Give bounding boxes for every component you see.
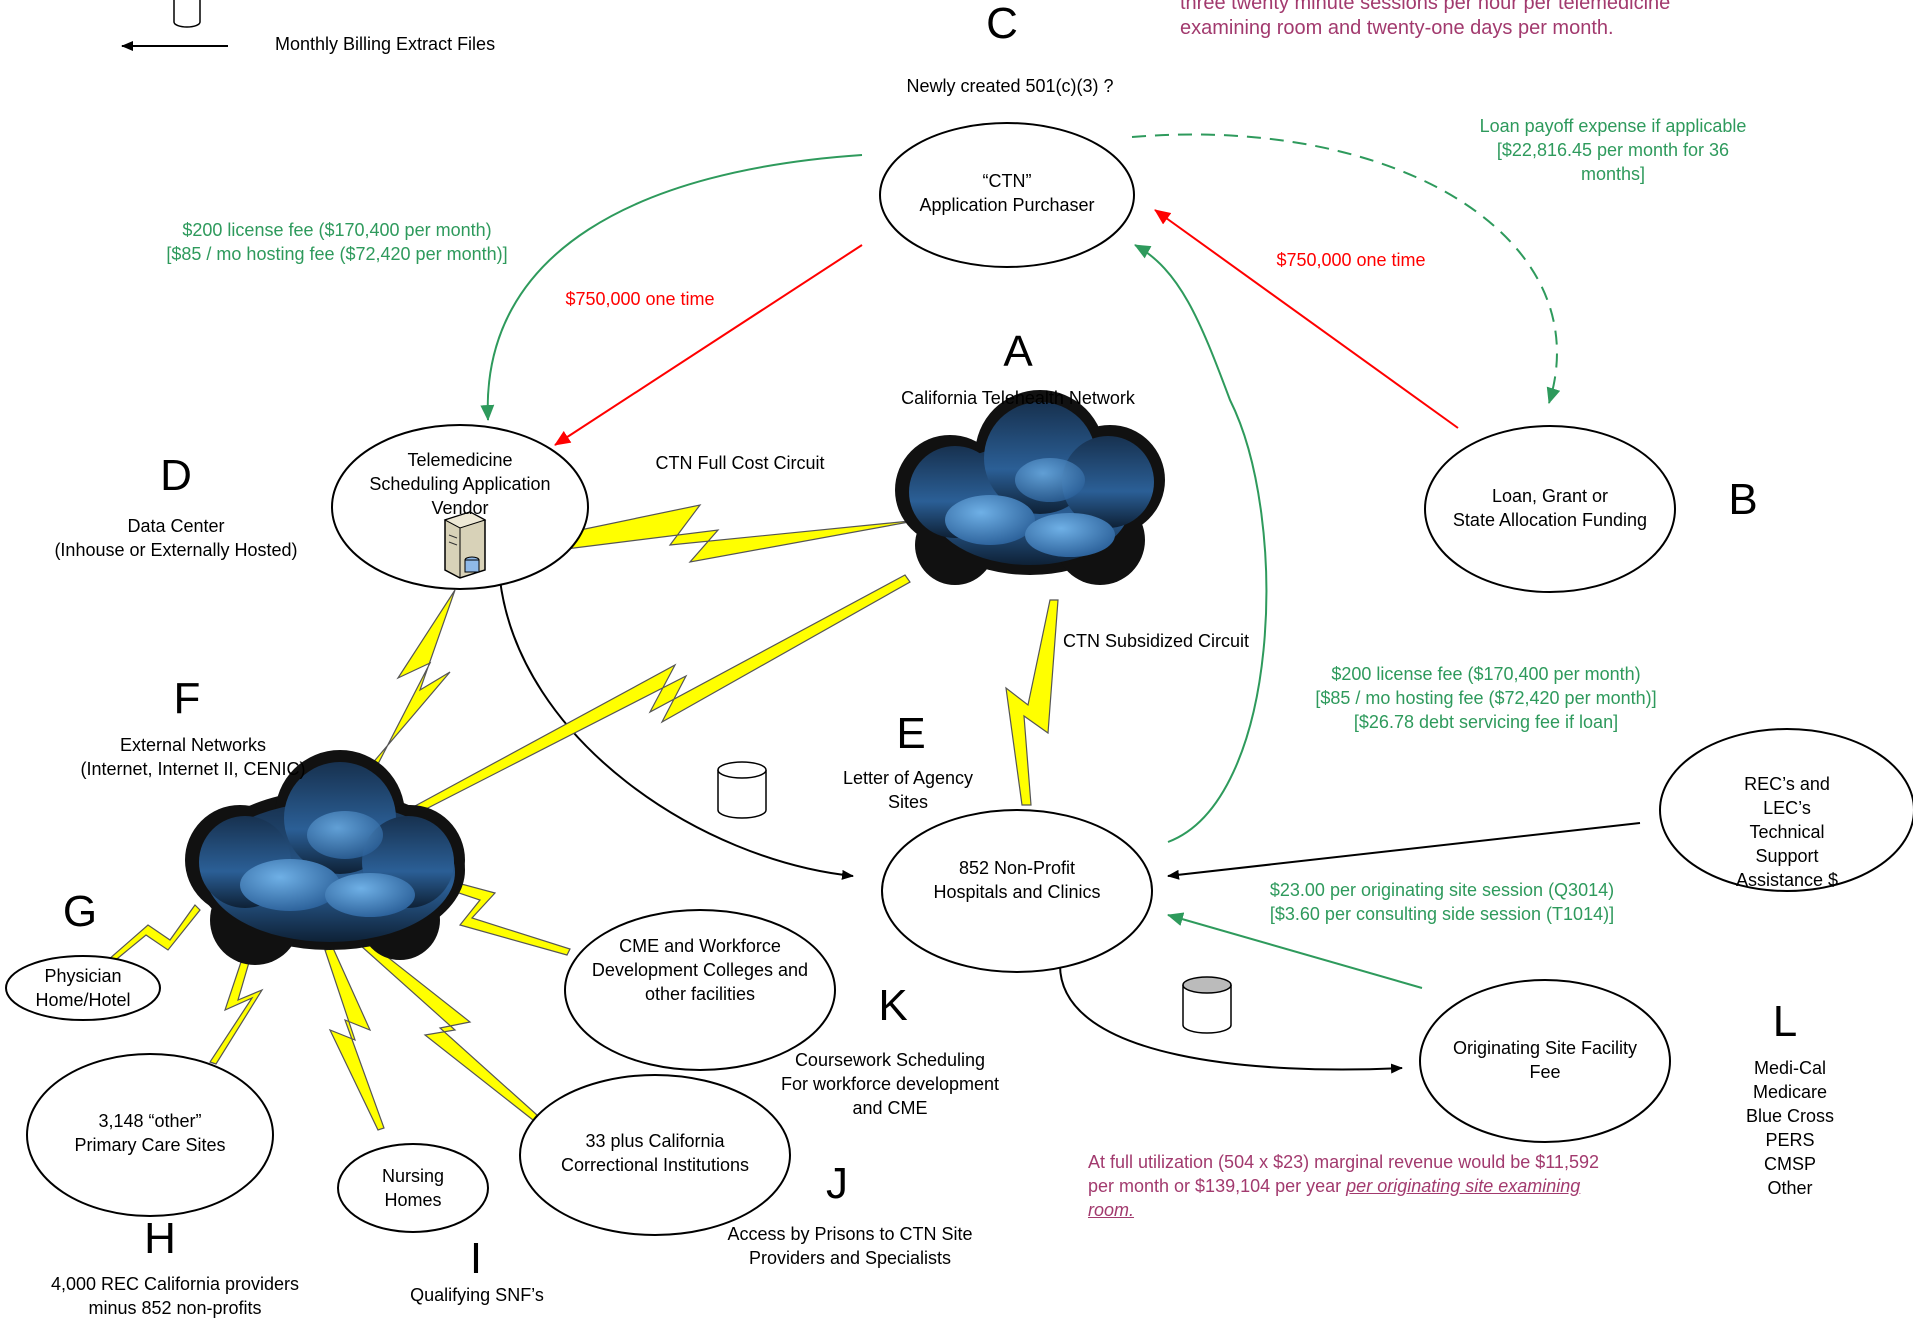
node-originating-label: Originating Site Facility Fee	[1452, 1038, 1638, 1082]
node-cme-label: CME and Workforce Development Colleges a…	[591, 936, 809, 1004]
cloud-to-cloud-bolt	[414, 574, 911, 813]
one-time-arrow-right	[1154, 209, 1459, 429]
node-cme-ellipse	[564, 909, 836, 1071]
letter-C: C	[986, 0, 1018, 48]
vendor-to-hospitals-arrow	[499, 579, 854, 880]
license-fee-arrow-right	[1134, 244, 1268, 843]
letter-D: D	[160, 451, 192, 500]
utilization-note: At full utilization (504 x $23) marginal…	[1088, 1150, 1599, 1222]
letter-K: K	[878, 981, 908, 1030]
node-ctn-label: “CTN” Application Purchaser	[919, 171, 1095, 215]
hospitals-to-originating-arrow	[1059, 964, 1403, 1074]
letter-J: J	[826, 1159, 848, 1208]
node-rec-lec-ellipse	[1659, 728, 1913, 892]
physician-bolt	[107, 904, 201, 964]
caption-A: California Telehealth Network	[901, 388, 1135, 408]
letter-L: L	[1772, 997, 1798, 1046]
node-rec-lec-label: REC’s and LEC’s Technical Support Assist…	[1735, 774, 1839, 890]
node-prisons-ellipse	[519, 1074, 791, 1236]
one-time-right-label: $750,000 one time	[1276, 250, 1426, 270]
session-fee-arrow	[1167, 912, 1423, 989]
caption-E: Letter of Agency Sites	[842, 768, 974, 812]
ctn-network-cloud	[895, 390, 1165, 585]
session-fees-label: $23.00 per originating site session (Q30…	[1269, 880, 1615, 924]
utilization-text: At full utilization (504 x $23) marginal…	[1088, 1152, 1599, 1196]
node-loan-ellipse	[1424, 425, 1676, 593]
loan-payoff-arrow	[1131, 133, 1561, 404]
node-loan-label: Loan, Grant or State Allocation Funding	[1452, 486, 1648, 530]
node-primary-ellipse	[26, 1053, 274, 1217]
database-icon-letter-agency	[717, 761, 767, 819]
caption-K: Coursework Scheduling For workforce deve…	[780, 1050, 1000, 1118]
one-time-arrow-left	[554, 244, 863, 446]
node-hospitals-ellipse	[881, 809, 1153, 973]
utilization-underlined: per originating site examining room.	[1088, 1176, 1581, 1220]
subsidized-circuit-label: CTN Subsidized Circuit	[1062, 631, 1250, 651]
vendor-to-network-bolt	[364, 589, 456, 773]
database-icon-originating	[1182, 976, 1232, 1034]
nursing-bolt	[324, 947, 385, 1131]
legend-extract-label: Monthly Billing Extract Files	[275, 34, 496, 54]
license-fee-left-label: $200 license fee ($170,400 per month) [$…	[166, 220, 508, 264]
caption-I: Qualifying SNF’s	[410, 1285, 544, 1305]
node-vendor-ellipse	[331, 424, 589, 590]
caption-F: External Networks (Internet, Internet II…	[80, 735, 306, 779]
top-note: three twenty minute sessions per hour pe…	[1180, 0, 1671, 39]
letter-A: A	[1003, 327, 1033, 376]
license-fee-arrow-left	[480, 154, 863, 421]
letter-E: E	[896, 709, 926, 758]
caption-L: Medi-Cal Medicare Blue Cross PERS CMSP O…	[1745, 1058, 1835, 1198]
letter-B: B	[1728, 475, 1758, 524]
caption-H: 4,000 REC California providers minus 852…	[50, 1274, 300, 1318]
node-prisons-label: 33 plus California Correctional Institut…	[560, 1131, 750, 1175]
node-originating-ellipse	[1419, 979, 1671, 1143]
node-physician-ellipse	[5, 955, 161, 1021]
node-physician-label: Physician Home/Hotel	[35, 966, 131, 1010]
letter-I: I	[469, 1234, 483, 1283]
letter-H: H	[144, 1214, 176, 1263]
loan-payoff-label: Loan payoff expense if applicable [$22,8…	[1479, 116, 1747, 184]
node-primary-label: 3,148 “other” Primary Care Sites	[74, 1111, 226, 1155]
letter-G: G	[62, 887, 98, 936]
node-ctn-ellipse	[879, 122, 1135, 268]
subsidized-circuit-bolt	[1005, 599, 1059, 806]
prisons-bolt	[359, 939, 538, 1121]
license-fee-right-label: $200 license fee ($170,400 per month) [$…	[1315, 664, 1657, 732]
node-vendor-label: Telemedicine Scheduling Application Vend…	[369, 450, 551, 518]
caption-C: Newly created 501(c)(3) ?	[906, 76, 1114, 96]
server-icon	[443, 511, 487, 579]
rec-to-hospitals-arrow	[1167, 822, 1641, 880]
full-cost-circuit-label: CTN Full Cost Circuit	[655, 453, 825, 473]
primary-care-bolt	[209, 949, 264, 1065]
node-nursing-label: Nursing Homes	[381, 1166, 445, 1210]
letter-F: F	[173, 674, 201, 723]
caption-D: Data Center (Inhouse or Externally Hoste…	[54, 516, 298, 560]
node-hospitals-label: 852 Non-Profit Hospitals and Clinics	[933, 858, 1101, 902]
external-networks-cloud	[185, 750, 465, 965]
node-nursing-ellipse	[337, 1143, 489, 1233]
legend-database-icon	[173, 0, 201, 28]
one-time-left-label: $750,000 one time	[565, 289, 715, 309]
caption-J: Access by Prisons to CTN Site Providers …	[727, 1224, 973, 1268]
